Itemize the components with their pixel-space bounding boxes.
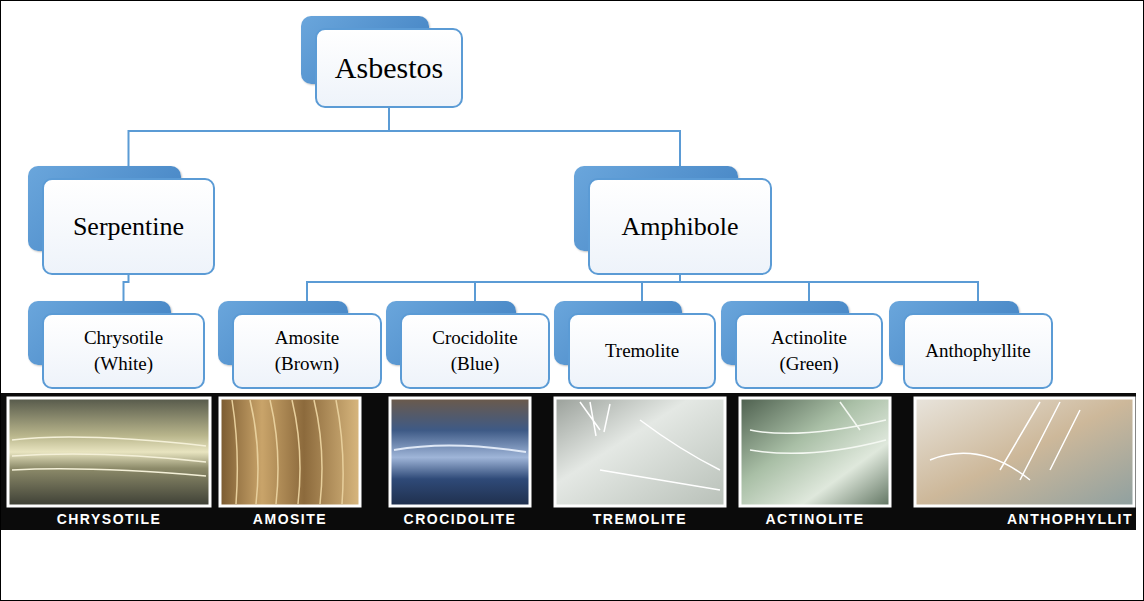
category-box: Amosite (Brown) [232, 313, 382, 389]
photo-caption: AMOSITE [253, 511, 327, 527]
box-text-group: Tremolite [605, 338, 679, 364]
box-text-group: Amphibole [622, 209, 739, 244]
box-label: Crocidolite (Blue) [414, 325, 536, 376]
box-label: Amphibole [622, 209, 739, 244]
category-box: Anthophyllite [903, 313, 1053, 389]
box-face [735, 313, 883, 389]
box-face [232, 313, 382, 389]
box-text-group: Asbestos [335, 48, 443, 89]
box-label: Asbestos [335, 48, 443, 89]
photo-caption: TREMOLITE [593, 511, 687, 527]
box-text-group: Actinolite (Green) [748, 325, 870, 376]
category-box: Tremolite [568, 313, 716, 389]
photo-caption: CHRYSOTILE [57, 511, 162, 527]
box-label: Chrysotile (White) [61, 325, 186, 376]
category-box: Crocidolite (Blue) [400, 313, 550, 389]
box-label: Amosite (Brown) [246, 325, 368, 376]
box-text-group: Crocidolite (Blue) [414, 325, 536, 376]
box-text-group: Chrysotile (White) [61, 325, 186, 376]
box-label: Actinolite (Green) [748, 325, 870, 376]
box-label: Anthophyllite [925, 338, 1031, 364]
box-text-group: Amosite (Brown) [246, 325, 368, 376]
photo-caption: CROCIDOLITE [404, 511, 517, 527]
box-face [42, 313, 205, 389]
photo-caption: ANTHOPHYLLIT [1007, 511, 1133, 527]
box-text-group: Serpentine [73, 209, 184, 244]
photo-caption: ACTINOLITE [766, 511, 865, 527]
box-face [400, 313, 550, 389]
box-text-group: Anthophyllite [925, 338, 1031, 364]
category-box: Chrysotile (White) [42, 313, 205, 389]
box-label: Tremolite [605, 338, 679, 364]
category-box: Amphibole [588, 178, 772, 275]
category-box: Serpentine [42, 178, 215, 275]
box-label: Serpentine [73, 209, 184, 244]
category-box: Asbestos [315, 28, 463, 108]
category-box: Actinolite (Green) [735, 313, 883, 389]
